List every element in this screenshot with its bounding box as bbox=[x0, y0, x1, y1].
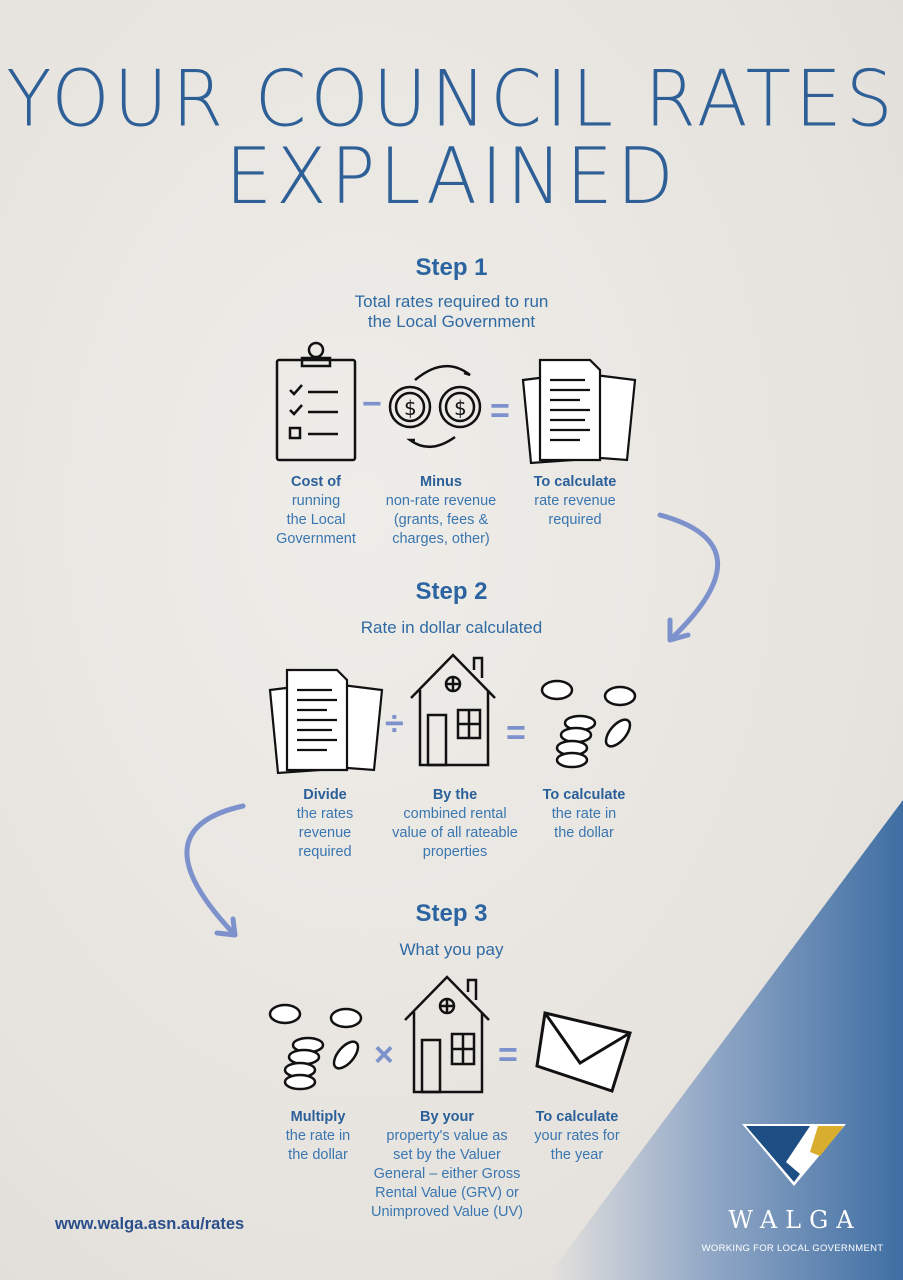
curved-arrow-left bbox=[184, 803, 246, 938]
house-icon bbox=[410, 653, 496, 767]
svg-text:$: $ bbox=[404, 396, 417, 420]
page-title-line2: EXPLAINED bbox=[225, 131, 678, 223]
envelope-icon bbox=[535, 1011, 632, 1093]
clipboard-checklist-icon bbox=[275, 341, 357, 462]
divide-operator: ÷ bbox=[385, 705, 404, 743]
step2-subtitle: Rate in dollar calculated bbox=[360, 618, 543, 637]
walga-tagline: WORKING FOR LOCAL GOVERNMENT bbox=[701, 1243, 884, 1254]
svg-text:$: $ bbox=[454, 396, 467, 420]
documents-icon bbox=[521, 358, 637, 465]
step1-heading: Step 1 bbox=[415, 254, 488, 281]
minus-operator: − bbox=[362, 385, 382, 423]
coins-exchange-icon: $ $ bbox=[388, 364, 482, 448]
multiply-operator: × bbox=[374, 1036, 394, 1074]
step3-heading: Step 3 bbox=[415, 900, 488, 927]
walga-logo-icon bbox=[742, 1124, 846, 1186]
house-icon bbox=[404, 975, 490, 1094]
equals-operator: = bbox=[498, 1036, 518, 1074]
step3-subtitle: What you pay bbox=[399, 940, 504, 959]
equals-operator: = bbox=[490, 392, 510, 430]
page-title-line1: YOUR COUNCIL RATES bbox=[6, 53, 897, 145]
documents-icon bbox=[268, 668, 384, 775]
walga-logo-name: WALGA bbox=[728, 1206, 862, 1234]
step1-subtitle-line2: the Local Government bbox=[367, 312, 536, 331]
coins-icon bbox=[268, 1003, 363, 1091]
coins-icon bbox=[540, 679, 637, 769]
equals-operator: = bbox=[506, 714, 526, 752]
step2-heading: Step 2 bbox=[415, 578, 488, 605]
website-link[interactable]: www.walga.asn.au/rates bbox=[55, 1215, 245, 1233]
step1-subtitle-line1: Total rates required to run bbox=[354, 292, 549, 311]
curved-arrow-right bbox=[657, 512, 721, 643]
